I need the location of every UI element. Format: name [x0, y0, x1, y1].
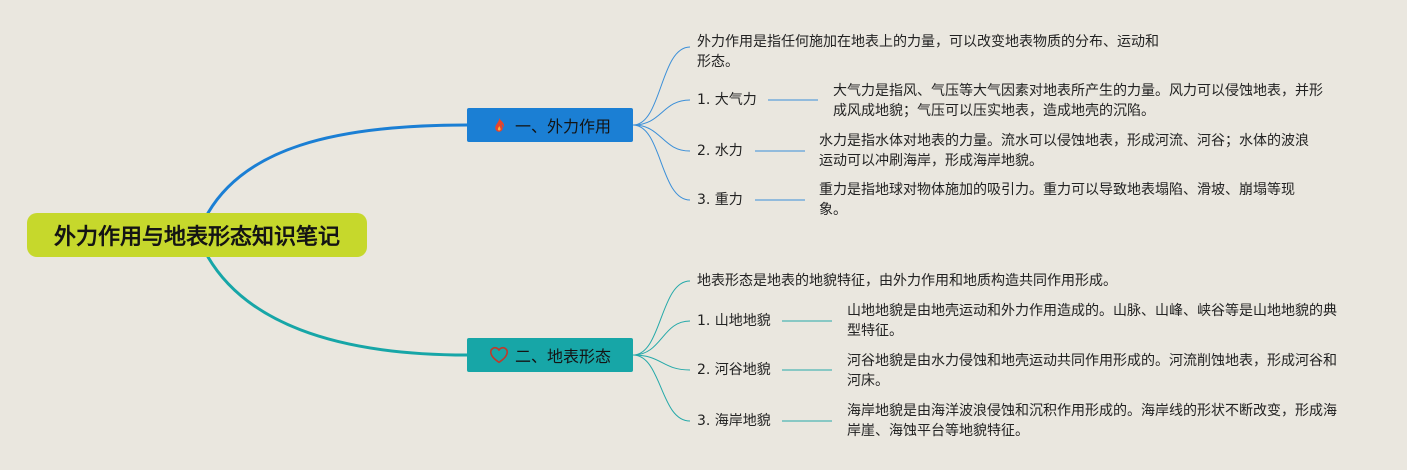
branch-topic-landform[interactable]: 二、地表形态: [467, 338, 633, 372]
subtopic-detail[interactable]: 重力是指地球对物体施加的吸引力。重力可以导致地表塌陷、滑坡、崩塌等现象。: [819, 182, 1295, 218]
subtopic-lead[interactable]: 地表形态是地表的地貌特征，由外力作用和地质构造共同作用形成。: [697, 273, 1117, 289]
root-topic-title: 外力作用与地表形态知识笔记: [53, 225, 340, 250]
subtopic-label[interactable]: 3. 海岸地貌: [697, 413, 771, 429]
subtopic-detail[interactable]: 河谷地貌是由水力侵蚀和地壳运动共同作用形成的。河流削蚀地表，形成河谷和河床。: [847, 353, 1337, 389]
subtopic-label[interactable]: 2. 水力: [697, 143, 743, 159]
root-connector-landform: [206, 255, 469, 357]
fire-icon: [489, 115, 509, 135]
connector-item-2-3: [632, 354, 691, 422]
branch-topic-outer-force[interactable]: 一、外力作用: [467, 108, 633, 142]
subtopic-detail[interactable]: 水力是指水体对地表的力量。流水可以侵蚀地表，形成河流、河谷；水体的波浪运动可以冲…: [819, 133, 1309, 169]
subtopic-detail[interactable]: 大气力是指风、气压等大气因素对地表所产生的力量。风力可以侵蚀地表，并形成风成地貌…: [833, 83, 1323, 119]
subtopic-label[interactable]: 1. 山地地貌: [697, 313, 771, 329]
branch-2-connectors: [632, 280, 832, 422]
connector-item-2-1: [632, 320, 691, 356]
heart-icon: [489, 345, 509, 365]
connector-lead-1: [632, 46, 691, 126]
branch-1-connectors: [632, 46, 818, 201]
root-connector-outer-force: [206, 123, 469, 215]
subtopic-label[interactable]: 3. 重力: [697, 192, 743, 208]
subtopic-detail[interactable]: 海岸地貌是由海洋波浪侵蚀和沉积作用形成的。海岸线的形状不断改变，形成海岸崖、海蚀…: [847, 403, 1337, 439]
subtopic-detail[interactable]: 山地地貌是由地壳运动和外力作用造成的。山脉、山峰、峡谷等是山地地貌的典型特征。: [847, 303, 1337, 339]
subtopic-label[interactable]: 1. 大气力: [697, 92, 757, 108]
root-topic[interactable]: 外力作用与地表形态知识笔记: [27, 213, 367, 257]
connector-item-1-1: [632, 99, 691, 126]
connector-lead-2: [632, 280, 691, 356]
subtopic-label[interactable]: 2. 河谷地貌: [697, 362, 771, 378]
connector-item-2-2: [632, 354, 691, 371]
branch-topic-title: 二、地表形态: [514, 347, 611, 366]
connector-item-1-2: [632, 124, 691, 152]
branch-topic-title: 一、外力作用: [514, 117, 611, 136]
subtopic-lead[interactable]: 外力作用是指任何施加在地表上的力量，可以改变地表物质的分布、运动和形态。: [697, 34, 1159, 70]
connector-item-1-3: [632, 124, 691, 201]
